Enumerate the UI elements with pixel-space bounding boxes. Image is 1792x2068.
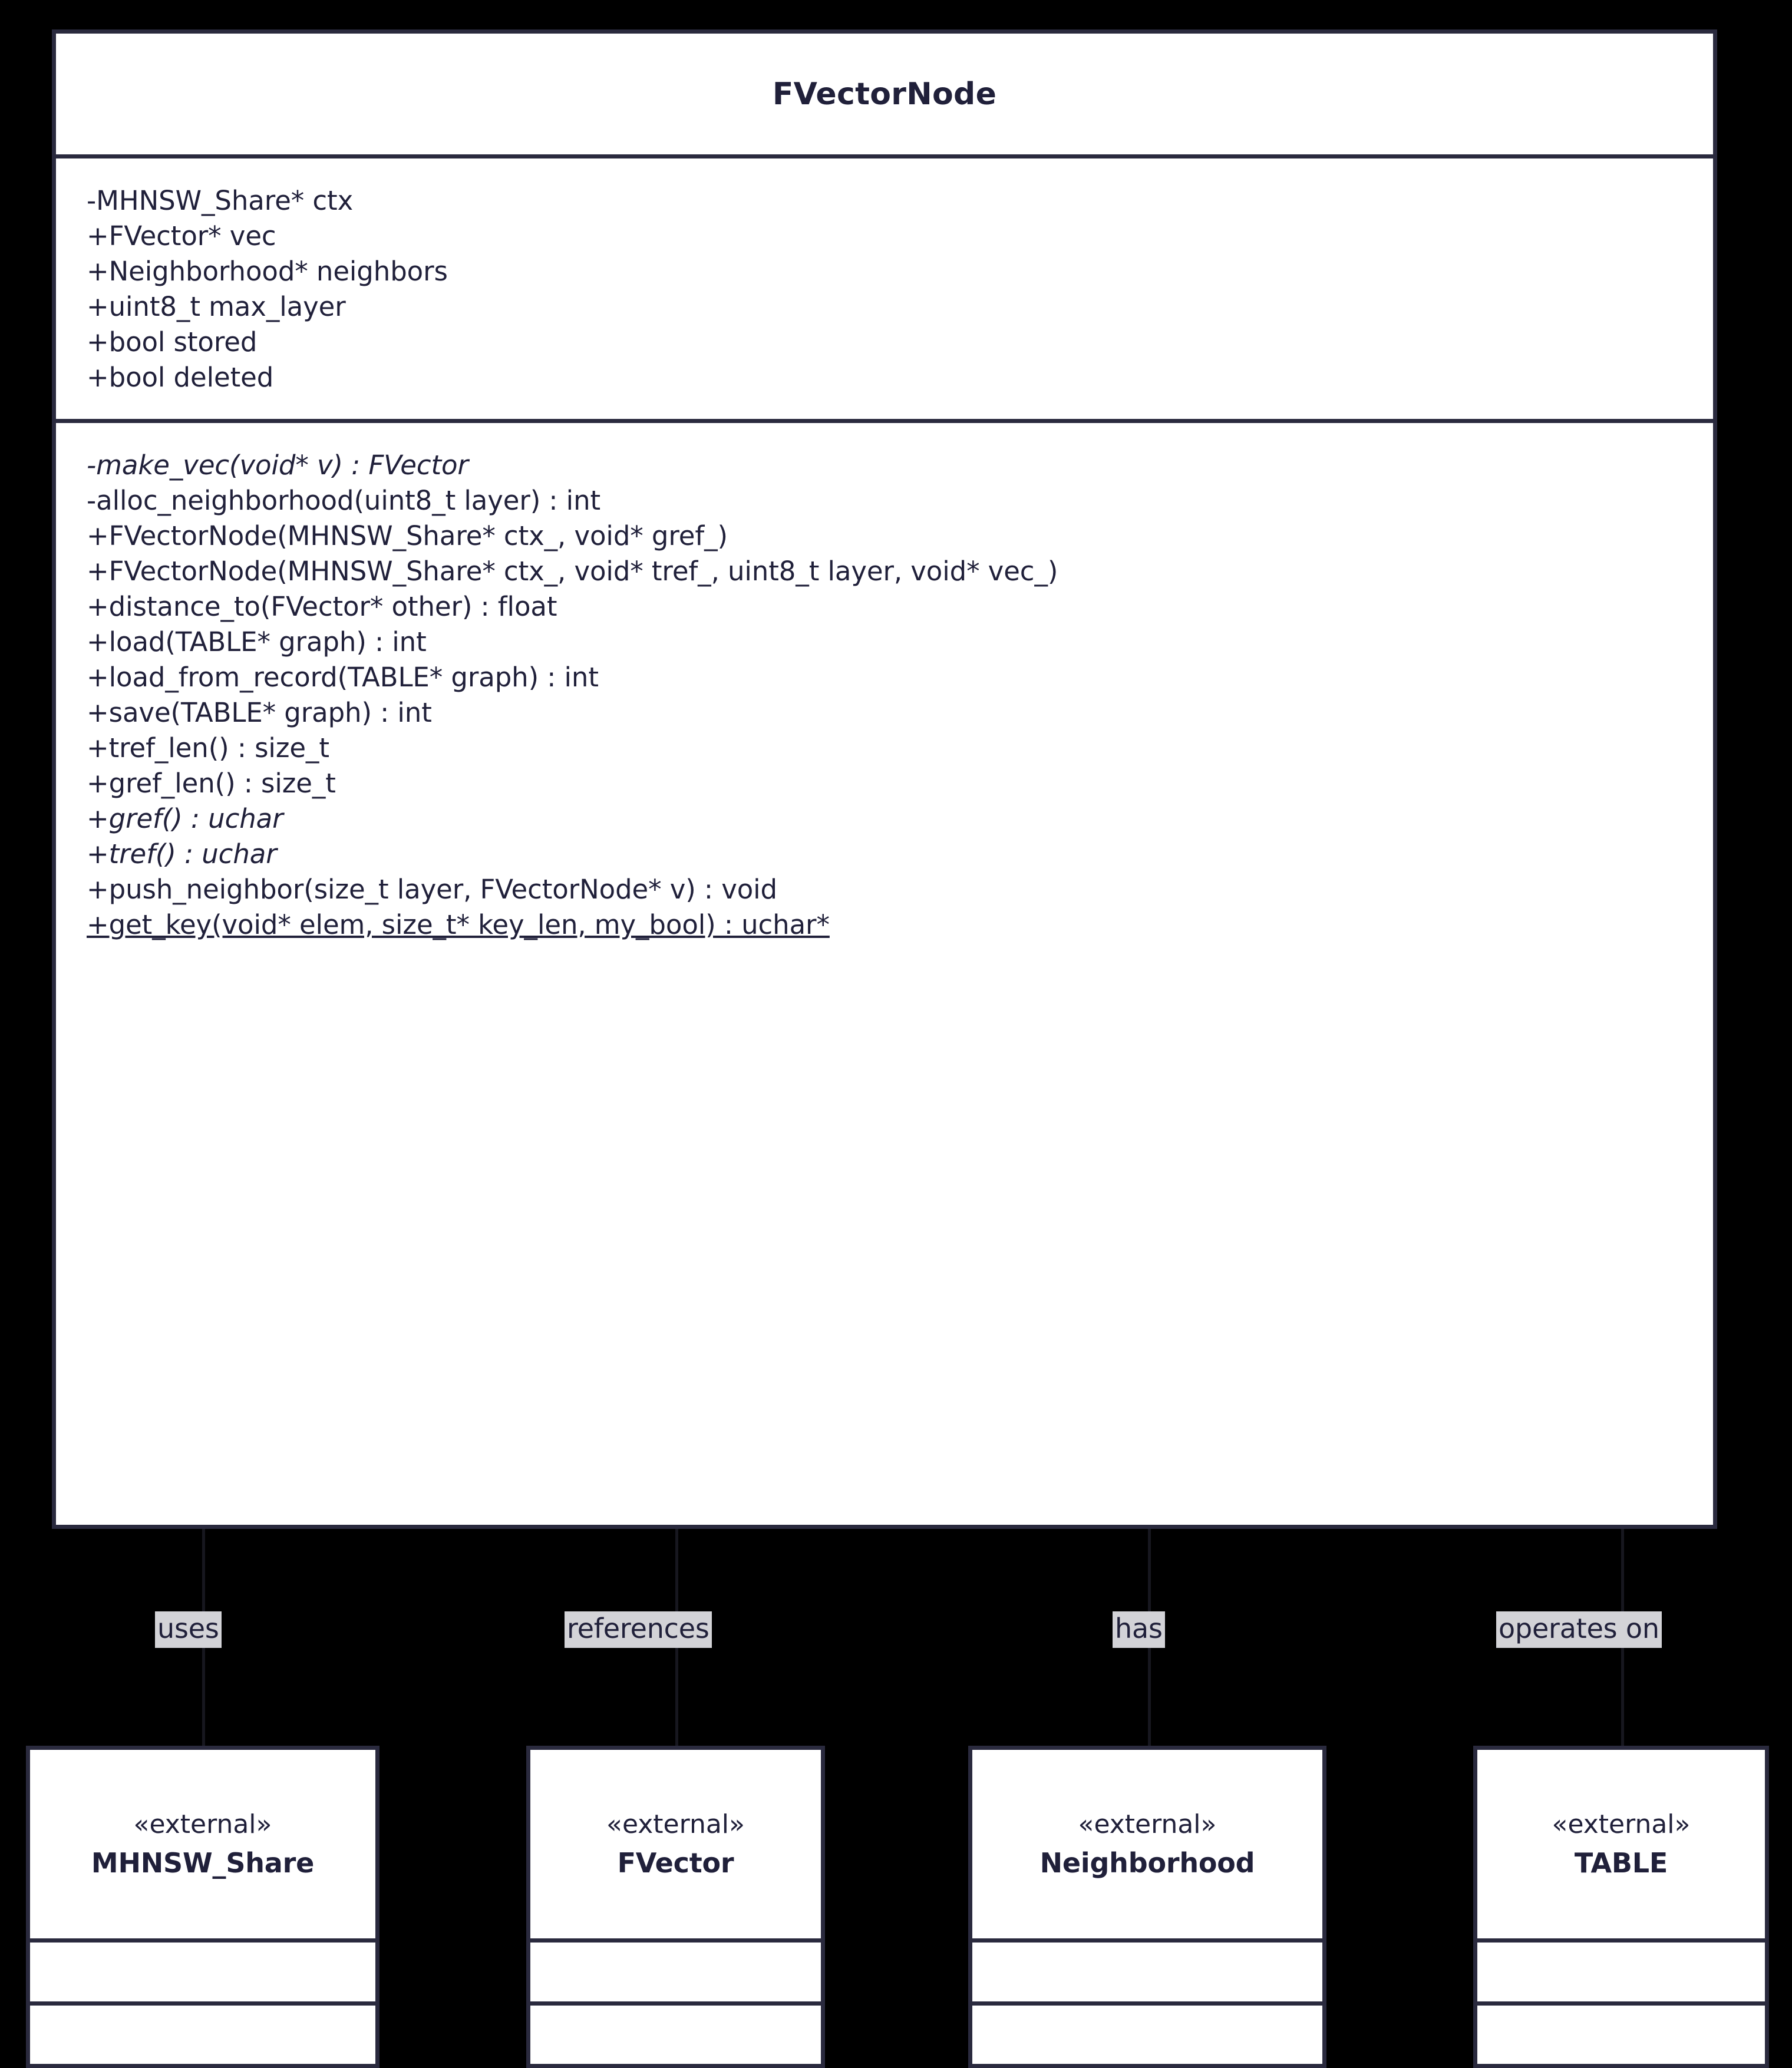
ext-methods-compartment	[1477, 2006, 1765, 2064]
class-box-fvectornode[interactable]: FVectorNode -MHNSW_Share* ctx +FVector* …	[52, 29, 1717, 1529]
method-row: +push_neighbor(size_t layer, FVectorNode…	[87, 874, 778, 906]
method-row: -alloc_neighborhood(uint8_t layer) : int	[87, 485, 601, 517]
method-row: +tref_len() : size_t	[87, 732, 329, 764]
attribute-row: -MHNSW_Share* ctx	[87, 185, 354, 216]
method-row-static: +get_key(void* elem, size_t* key_len, my…	[87, 909, 830, 941]
class-box-table[interactable]: «external» TABLE	[1473, 1746, 1769, 2068]
ext-attributes-compartment	[530, 1943, 821, 2001]
method-row: +gref_len() : size_t	[87, 768, 336, 800]
method-row: +tref() : uchar	[87, 838, 277, 870]
ext-divider-1	[30, 1938, 375, 1943]
stereotype-label: «external»	[1552, 1809, 1691, 1839]
class-name-label: MHNSW_Share	[91, 1847, 315, 1879]
ext-divider-2	[30, 2001, 375, 2006]
ext-attributes-compartment	[1477, 1943, 1765, 2001]
ext-header: «external» Neighborhood	[972, 1750, 1322, 1938]
class-box-fvector[interactable]: «external» FVector	[526, 1746, 825, 2068]
class-name-label: FVector	[617, 1847, 734, 1879]
relationship-label-references: references	[565, 1611, 712, 1648]
class-name-label: Neighborhood	[1039, 1847, 1255, 1879]
stereotype-label: «external»	[133, 1809, 272, 1839]
relationship-label-operates-on: operates on	[1496, 1611, 1662, 1648]
attribute-row: +uint8_t max_layer	[87, 291, 346, 323]
ext-header: «external» FVector	[530, 1750, 821, 1938]
relationship-label-uses: uses	[155, 1611, 222, 1648]
class-title: FVectorNode	[772, 76, 997, 112]
ext-divider-2	[972, 2001, 1322, 2006]
attribute-row: +FVector* vec	[87, 220, 276, 252]
method-row: +gref() : uchar	[87, 803, 283, 835]
method-row: +FVectorNode(MHNSW_Share* ctx_, void* tr…	[87, 556, 1058, 587]
method-row: +save(TABLE* graph) : int	[87, 697, 432, 729]
ext-divider-2	[1477, 2001, 1765, 2006]
title-attributes-divider	[56, 154, 1713, 158]
method-row: +FVectorNode(MHNSW_Share* ctx_, void* gr…	[87, 520, 728, 552]
ext-methods-compartment	[30, 2006, 375, 2064]
class-name-label: TABLE	[1574, 1847, 1668, 1879]
attribute-row: +bool stored	[87, 326, 258, 358]
ext-divider-2	[530, 2001, 821, 2006]
ext-attributes-compartment	[972, 1943, 1322, 2001]
class-box-neighborhood[interactable]: «external» Neighborhood	[968, 1746, 1326, 2068]
attribute-row: +bool deleted	[87, 362, 274, 394]
method-row: +distance_to(FVector* other) : float	[87, 591, 557, 623]
ext-divider-1	[972, 1938, 1322, 1943]
ext-methods-compartment	[530, 2006, 821, 2064]
attributes-methods-divider	[56, 419, 1713, 424]
ext-divider-1	[530, 1938, 821, 1943]
class-box-mhnsw-share[interactable]: «external» MHNSW_Share	[26, 1746, 379, 2068]
method-row: +load_from_record(TABLE* graph) : int	[87, 662, 599, 693]
attribute-row: +Neighborhood* neighbors	[87, 256, 448, 288]
ext-attributes-compartment	[30, 1943, 375, 2001]
ext-header: «external» TABLE	[1477, 1750, 1765, 1938]
relationship-label-has: has	[1113, 1611, 1165, 1648]
ext-divider-1	[1477, 1938, 1765, 1943]
stereotype-label: «external»	[606, 1809, 745, 1839]
method-row: -make_vec(void* v) : FVector	[87, 450, 468, 481]
ext-header: «external» MHNSW_Share	[30, 1750, 375, 1938]
attributes-compartment: -MHNSW_Share* ctx +FVector* vec +Neighbo…	[56, 158, 1713, 419]
methods-compartment: -make_vec(void* v) : FVector -alloc_neig…	[56, 423, 1713, 966]
ext-methods-compartment	[972, 2006, 1322, 2064]
method-row: +load(TABLE* graph) : int	[87, 626, 427, 658]
stereotype-label: «external»	[1078, 1809, 1217, 1839]
